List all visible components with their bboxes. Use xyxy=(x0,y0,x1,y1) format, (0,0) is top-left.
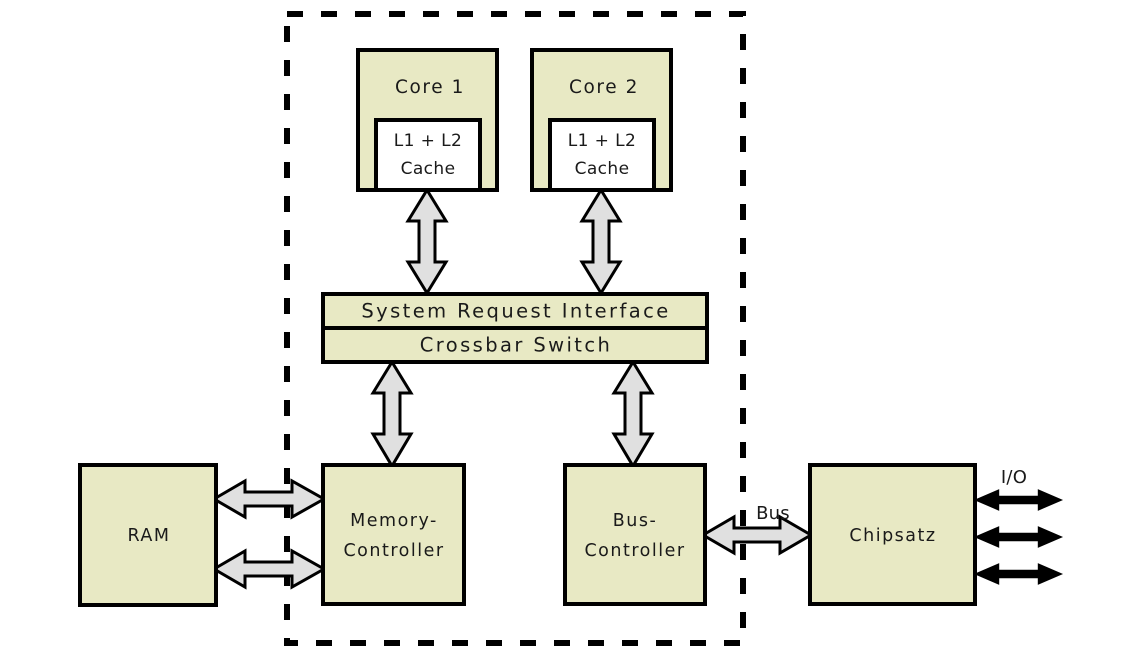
block-core-1[interactable]: Core 1 L1 + L2 Cache xyxy=(356,48,499,192)
arrow-crossbar-to-bus-controller xyxy=(611,359,655,469)
arrow-chipsatz-io-2 xyxy=(973,526,1064,548)
core-1-cache-label-line1: L1 + L2 xyxy=(394,131,462,151)
chipsatz-io-arrows xyxy=(973,489,1064,585)
arrow-ram-to-memory-controller-upper xyxy=(211,478,328,520)
core-1-cache-label-line2: Cache xyxy=(401,159,456,179)
block-chipsatz[interactable]: Chipsatz xyxy=(808,463,977,606)
crossbar-switch-box[interactable] xyxy=(321,326,709,364)
arrow-ram-to-memory-controller-lower xyxy=(211,548,328,590)
memory-controller-label-line1: Memory- xyxy=(350,511,438,531)
block-bus-controller[interactable]: Bus- Controller xyxy=(563,463,707,606)
chipsatz-box[interactable] xyxy=(808,463,977,606)
ram-label: RAM xyxy=(127,526,170,546)
block-core-2[interactable]: Core 2 L1 + L2 Cache xyxy=(530,48,673,192)
core-2-cache-box[interactable] xyxy=(548,118,656,192)
ram-box[interactable] xyxy=(78,463,218,607)
arrow-crossbar-to-memory-controller xyxy=(370,359,414,469)
core-2-cache-label-line2: Cache xyxy=(575,159,630,179)
core-1-label: Core 1 xyxy=(395,77,465,98)
io-connector-label: I/O xyxy=(1001,467,1027,488)
memory-controller-label-line2: Controller xyxy=(343,541,444,561)
chipsatz-label: Chipsatz xyxy=(849,526,936,546)
arrow-core1-to-sri xyxy=(405,187,449,296)
bus-connector-label: Bus xyxy=(756,503,790,524)
core-1-cache-box[interactable] xyxy=(374,118,482,192)
crossbar-switch-label: Crossbar Switch xyxy=(420,334,612,357)
core-2-label: Core 2 xyxy=(569,77,639,98)
memory-controller-box[interactable] xyxy=(321,463,466,606)
block-memory-controller[interactable]: Memory- Controller xyxy=(321,463,466,606)
system-request-interface-label: System Request Interface xyxy=(361,300,670,323)
block-crossbar-switch[interactable]: Crossbar Switch xyxy=(321,326,709,364)
arrow-chipsatz-io-3 xyxy=(973,563,1064,585)
block-system-request-interface[interactable]: System Request Interface xyxy=(321,292,709,330)
arrow-chipsatz-io-1 xyxy=(973,489,1064,511)
bus-controller-label-line2: Controller xyxy=(584,541,685,561)
block-ram[interactable]: RAM xyxy=(78,463,218,607)
arrow-core2-to-sri xyxy=(579,187,623,296)
bus-controller-label-line1: Bus- xyxy=(613,511,658,531)
core-2-cache-label-line1: L1 + L2 xyxy=(568,131,636,151)
bus-controller-box[interactable] xyxy=(563,463,707,606)
